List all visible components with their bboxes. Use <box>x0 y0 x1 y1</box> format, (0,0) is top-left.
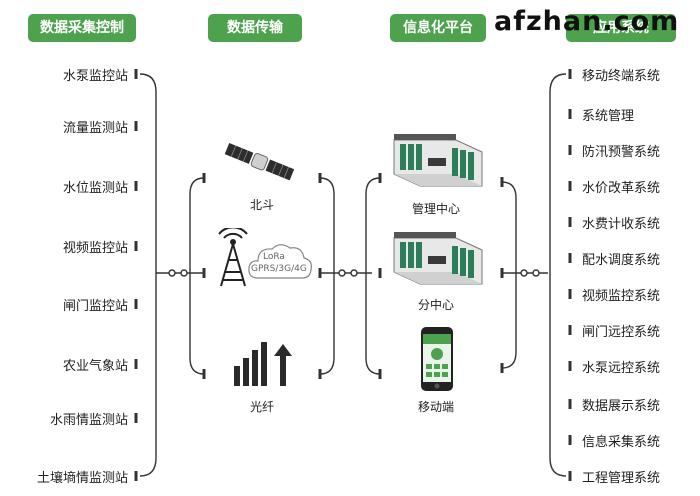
header-data-collection: 数据采集控制 <box>28 14 136 42</box>
application-label: 闸门远控系统 <box>582 325 661 340</box>
station-label: 闸门监控站 <box>62 299 128 314</box>
management-center-label: 管理中心 <box>411 202 460 216</box>
station-label: 水泵监控站 <box>62 69 128 84</box>
cloud-icon <box>248 244 312 279</box>
application-label: 移动终端系统 <box>582 69 661 84</box>
application-label: 配水调度系统 <box>582 253 661 268</box>
station-label: 土壤墒情监测站 <box>36 471 128 486</box>
header-data-transmission: 数据传输 <box>208 14 302 42</box>
station-label: 水位监测站 <box>62 181 128 196</box>
application-label: 数据展示系统 <box>582 399 661 414</box>
application-label: 水费计收系统 <box>582 217 661 232</box>
station-label: 农业气象站 <box>62 359 128 374</box>
branch-center-label: 分中心 <box>417 298 454 312</box>
application-label: 水价改革系统 <box>582 181 661 196</box>
satellite-icon <box>224 143 295 181</box>
application-label: 系统管理 <box>582 109 635 124</box>
smartphone-icon <box>421 327 453 391</box>
header-application-systems: 应用系统 <box>566 14 676 42</box>
application-label: 水泵远控系统 <box>582 361 661 376</box>
application-label: 工程管理系统 <box>582 471 661 486</box>
application-label: 防汛预警系统 <box>582 145 661 160</box>
application-label: 视频监控系统 <box>582 289 661 304</box>
station-label: 视频监控站 <box>62 241 128 256</box>
branch-room-icon <box>393 232 483 285</box>
wireless-badge-line2: GPRS/3G/4G <box>251 264 307 274</box>
station-label: 流量监测站 <box>62 121 128 136</box>
beidou-label: 北斗 <box>249 198 274 212</box>
wireless-badge-line1: LoRa <box>263 252 285 262</box>
mobile-label: 移动端 <box>417 400 454 414</box>
station-label: 水雨情监测站 <box>49 413 128 428</box>
header-info-platform: 信息化平台 <box>390 14 486 42</box>
watermark: afzhan.com <box>494 6 680 37</box>
fiber-label: 光纤 <box>249 400 274 414</box>
radio-tower-icon <box>218 228 248 287</box>
signal-bars-icon <box>234 342 292 386</box>
application-label: 信息采集系统 <box>582 435 661 450</box>
server-room-icon <box>393 134 483 187</box>
